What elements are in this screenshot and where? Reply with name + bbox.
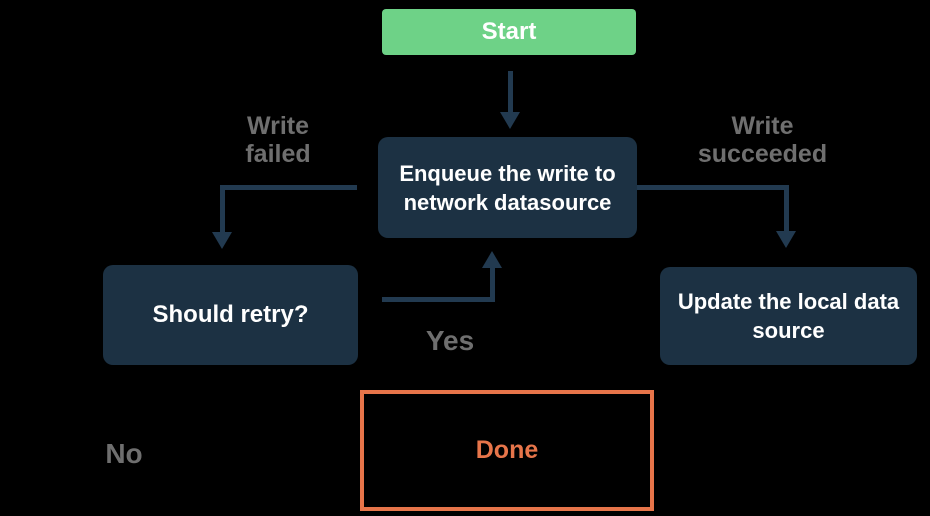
edge-enqueue-to-retry-arrowhead-icon — [212, 232, 232, 249]
edge-label-yes: Yes — [425, 325, 475, 356]
edge-label-write-succeeded: Write succeeded — [697, 112, 828, 168]
edge-retry-to-enqueue-vline — [490, 267, 495, 302]
node-should-retry-label: Should retry? — [152, 301, 309, 328]
node-enqueue-write: Enqueue the write to network datasource — [378, 137, 637, 238]
node-update-local-source-label: Update the local data source — [677, 289, 900, 343]
edge-label-no: No — [105, 438, 143, 469]
edge-label-write-failed: Write failed — [245, 112, 311, 168]
node-done-label: Done — [475, 436, 539, 464]
node-enqueue-write-label: Enqueue the write to network datasource — [399, 160, 616, 215]
node-should-retry: Should retry? — [103, 265, 358, 365]
edge-start-to-enqueue-arrowhead-icon — [500, 112, 520, 129]
node-start: Start — [382, 9, 636, 55]
node-done: Done — [360, 390, 654, 511]
edge-enqueue-to-retry-hline — [220, 185, 357, 190]
edge-retry-to-enqueue-hline — [382, 297, 495, 302]
edge-enqueue-to-update-vline — [784, 185, 789, 232]
edge-enqueue-to-update-hline — [637, 185, 789, 190]
node-start-label: Start — [481, 18, 537, 45]
edge-start-to-enqueue-line — [508, 71, 513, 113]
node-update-local-source: Update the local data source — [660, 267, 917, 365]
edge-enqueue-to-update-arrowhead-icon — [776, 231, 796, 248]
edge-enqueue-to-retry-vline — [220, 185, 225, 233]
edge-retry-to-enqueue-arrowhead-icon — [482, 251, 502, 268]
